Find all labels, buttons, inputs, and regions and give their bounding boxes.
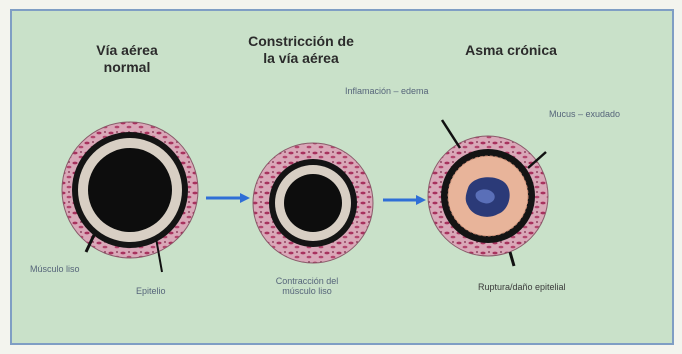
arrow-1 — [206, 193, 250, 203]
inflammation-pointer — [442, 120, 460, 148]
label-rupture: Ruptura/daño epitelial — [478, 282, 566, 292]
label-muscle: Músculo liso — [30, 264, 80, 274]
label-contraction: Contracción del músculo liso — [252, 276, 362, 296]
arrow-2 — [383, 195, 426, 205]
title-constriction-line2: la vía aérea — [236, 50, 366, 67]
title-chronic: Asma crónica — [446, 42, 576, 59]
title-constriction: Constricción de la vía aérea — [236, 33, 366, 67]
label-epithelium: Epitelio — [136, 286, 166, 296]
label-inflammation: Inflamación – edema — [345, 86, 429, 96]
chronic-asthma-airway — [428, 120, 548, 266]
label-contraction-line2: músculo liso — [252, 286, 362, 296]
title-chronic-line1: Asma crónica — [446, 42, 576, 59]
title-normal-line2: normal — [72, 59, 182, 76]
title-normal-line1: Vía aérea — [72, 42, 182, 59]
normal-airway — [62, 122, 198, 272]
rupture-pointer — [510, 252, 514, 266]
title-normal: Vía aérea normal — [72, 42, 182, 76]
title-constriction-line1: Constricción de — [236, 33, 366, 50]
label-contraction-line1: Contracción del — [252, 276, 362, 286]
label-mucus: Mucus – exudado — [549, 109, 620, 119]
constricted-airway — [253, 143, 373, 263]
